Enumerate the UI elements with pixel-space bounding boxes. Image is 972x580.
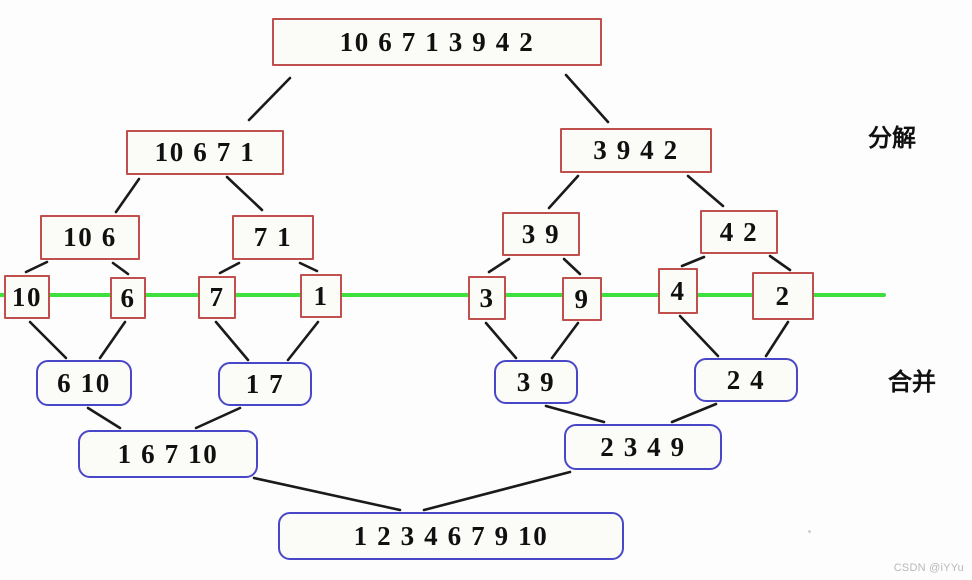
split-node-s-leaf1: 10 bbox=[4, 275, 50, 319]
node-label: 3 bbox=[479, 282, 495, 313]
node-label: 10 bbox=[11, 281, 43, 312]
node-label: 6 bbox=[120, 282, 136, 313]
node-label: 3 9 bbox=[521, 218, 561, 249]
combine-edge-m-r1a-to-m-r2 bbox=[544, 404, 606, 424]
combine-edge-s-leaf2-to-m-l1a bbox=[98, 320, 127, 360]
combine-edge-s-leaf4-to-m-l1b bbox=[286, 320, 320, 362]
split-node-s-leaf3: 7 bbox=[198, 276, 236, 319]
divide-edge-s-root-to-s-r1 bbox=[564, 73, 610, 124]
merge-node-m-l2: 1 6 7 10 bbox=[78, 430, 258, 478]
node-label: 1 6 7 10 bbox=[117, 438, 219, 469]
node-label: 2 4 bbox=[726, 364, 766, 395]
divide-edge-s-r2b-to-s-leaf8 bbox=[768, 254, 792, 272]
node-label: 1 2 3 4 6 7 9 10 bbox=[353, 520, 549, 551]
merge-node-m-l1b: 1 7 bbox=[218, 362, 312, 406]
split-node-s-leaf4: 1 bbox=[300, 274, 342, 318]
combine-edge-s-leaf5-to-m-r1a bbox=[484, 321, 518, 360]
node-label: 3 9 4 2 bbox=[593, 135, 679, 165]
combine-edge-s-leaf3-to-m-l1b bbox=[214, 320, 250, 362]
watermark: CSDN @iYYu bbox=[893, 562, 964, 574]
split-node-s-l2a: 10 6 bbox=[40, 215, 140, 260]
node-label: 4 2 bbox=[719, 216, 759, 247]
combine-edge-m-l2-to-m-root bbox=[252, 476, 402, 512]
node-label: 2 bbox=[775, 280, 791, 311]
merge-node-m-r1b: 2 4 bbox=[694, 358, 798, 402]
node-label: 1 bbox=[313, 280, 329, 311]
node-label: 1 7 bbox=[245, 368, 285, 399]
node-label: 10 6 7 1 bbox=[154, 137, 256, 167]
divide-edge-s-l2b-to-s-leaf3 bbox=[218, 261, 241, 275]
combine-edge-s-leaf8-to-m-r1b bbox=[764, 320, 790, 358]
stray-dot bbox=[808, 530, 811, 533]
combine-edge-m-l1b-to-m-l2 bbox=[194, 406, 242, 430]
combine-edge-m-r1b-to-m-r2 bbox=[670, 402, 718, 424]
node-label: 7 1 bbox=[253, 222, 293, 252]
split-node-s-leaf6: 9 bbox=[562, 277, 602, 321]
split-node-s-leaf2: 6 bbox=[110, 277, 146, 319]
split-node-s-r2b: 4 2 bbox=[700, 210, 778, 254]
node-label: 10 6 bbox=[63, 222, 117, 252]
divide-phase-label: 分解 bbox=[868, 124, 916, 152]
divide-edge-s-l1-to-s-l2a bbox=[114, 177, 141, 214]
divide-edge-s-r2a-to-s-leaf6 bbox=[562, 257, 582, 276]
split-node-s-leaf5: 3 bbox=[468, 276, 506, 320]
divide-edge-s-l2b-to-s-leaf4 bbox=[298, 261, 319, 273]
divide-edge-s-l1-to-s-l2b bbox=[225, 175, 264, 212]
split-node-s-r1: 3 9 4 2 bbox=[560, 128, 712, 173]
combine-edge-s-leaf6-to-m-r1a bbox=[550, 321, 580, 360]
split-node-s-root: 10 6 7 1 3 9 4 2 bbox=[272, 18, 602, 66]
combine-edge-m-r2-to-m-root bbox=[422, 470, 572, 512]
node-label: 6 10 bbox=[57, 367, 111, 398]
node-label: 3 9 bbox=[516, 366, 556, 397]
split-node-s-l1: 10 6 7 1 bbox=[126, 130, 284, 175]
merge-node-m-l1a: 6 10 bbox=[36, 360, 132, 406]
combine-edge-s-leaf1-to-m-l1a bbox=[28, 320, 68, 360]
divide-edge-s-r1-to-s-r2b bbox=[686, 174, 725, 208]
combine-edge-m-l1a-to-m-l2 bbox=[86, 406, 122, 430]
divide-edge-s-root-to-s-l1 bbox=[247, 76, 292, 122]
node-label: 4 bbox=[670, 275, 686, 306]
merge-node-m-r2: 2 3 4 9 bbox=[564, 424, 722, 470]
split-node-s-leaf8: 2 bbox=[752, 272, 814, 320]
divide-edge-s-l2a-to-s-leaf1 bbox=[24, 260, 49, 274]
divide-edge-s-l2a-to-s-leaf2 bbox=[111, 261, 130, 276]
split-node-s-r2a: 3 9 bbox=[502, 212, 580, 256]
combine-edge-s-leaf7-to-m-r1b bbox=[678, 314, 720, 358]
merge-node-m-r1a: 3 9 bbox=[494, 360, 578, 404]
node-label: 9 bbox=[574, 283, 590, 314]
divide-edge-s-r2b-to-s-leaf7 bbox=[680, 255, 706, 268]
merge-phase-label: 合并 bbox=[888, 368, 936, 396]
split-node-s-leaf7: 4 bbox=[658, 268, 698, 314]
split-node-s-l2b: 7 1 bbox=[232, 215, 314, 260]
merge-node-m-root: 1 2 3 4 6 7 9 10 bbox=[278, 512, 624, 560]
divide-edge-s-r1-to-s-r2a bbox=[547, 174, 580, 210]
node-label: 2 3 4 9 bbox=[600, 431, 686, 462]
divide-edge-s-r2a-to-s-leaf5 bbox=[487, 257, 511, 274]
node-label: 7 bbox=[209, 282, 225, 312]
node-label: 10 6 7 1 3 9 4 2 bbox=[339, 26, 535, 57]
